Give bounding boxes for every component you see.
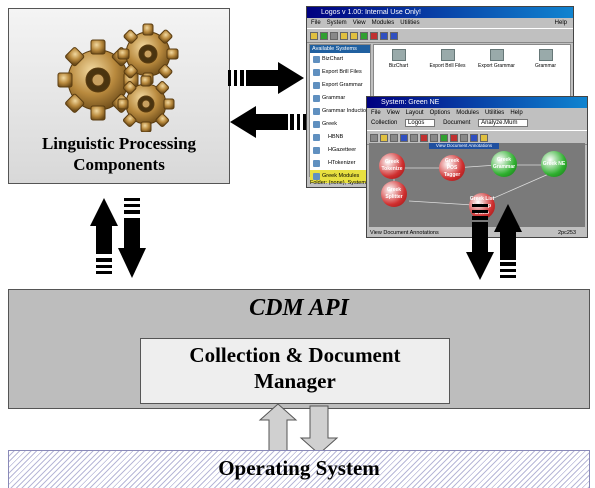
tool-button[interactable] — [410, 133, 418, 142]
menu-item[interactable]: System — [326, 20, 347, 26]
os-arrows — [258, 403, 339, 455]
tree-item[interactable]: HGazetteer — [310, 144, 370, 157]
systems-tree: Available Systems BizChart Export Brill … — [309, 44, 371, 183]
tool-button[interactable] — [310, 31, 318, 40]
menu-item[interactable]: Utilities — [400, 20, 420, 26]
label-line: Collection & Document — [189, 343, 401, 367]
left-vertical-arrows — [90, 198, 146, 278]
label-line: Linguistic Processing — [41, 134, 197, 153]
menu-item[interactable]: Options — [429, 110, 451, 116]
tree-item[interactable]: Grammar — [310, 92, 370, 105]
pipeline-node[interactable]: Greek POS Tagger — [439, 155, 465, 181]
window-titlebar[interactable]: Logos v 1.00: Internal Use Only! — [307, 7, 573, 18]
document-select[interactable]: Analyze.Mum — [478, 119, 529, 127]
pipeline-node[interactable]: Greek NE — [541, 151, 567, 177]
tree-item[interactable]: Export Grammar — [310, 79, 370, 92]
menu-item[interactable]: Modules — [371, 20, 395, 26]
up-arrow-icon — [90, 198, 118, 274]
menu-item[interactable]: Layout — [405, 110, 424, 116]
gear-icon — [117, 75, 175, 132]
up-arrow-icon — [258, 403, 298, 453]
collection-select[interactable]: Logos — [405, 119, 436, 127]
tree-item[interactable]: Grammar Inductio — [310, 105, 370, 118]
up-arrow-icon — [494, 204, 522, 278]
tool-button[interactable] — [430, 133, 438, 142]
tool-button[interactable] — [330, 31, 338, 40]
menu-item[interactable]: View — [352, 20, 366, 26]
system-icon[interactable]: Export Grammar — [472, 45, 521, 79]
system-icon[interactable]: Grammar — [521, 45, 570, 79]
menu-bar: File View Layout Options Modules Utilities Hel… — [367, 108, 587, 118]
collection-document-manager-box — [140, 338, 450, 404]
collection-row: Collection Logos Document Analyze.Mum — [367, 118, 587, 130]
icon-pane: BizChart Export Brill Files Export Gramm… — [373, 44, 571, 104]
tool-button[interactable] — [360, 31, 368, 40]
tool-button[interactable] — [420, 133, 428, 142]
label-line: Manager — [254, 369, 336, 393]
gear-icon — [117, 23, 179, 85]
menu-item[interactable]: File — [311, 20, 321, 26]
left-arrow-icon — [230, 106, 306, 138]
tool-button[interactable] — [440, 133, 448, 142]
gears-image — [57, 23, 179, 132]
menu-item[interactable]: Modules — [456, 110, 479, 116]
tree-item[interactable]: HTokenizer — [310, 157, 370, 170]
tool-button[interactable] — [320, 31, 328, 40]
tool-button[interactable] — [400, 133, 408, 142]
tree-item-selected[interactable]: Greek Modules — [310, 170, 370, 183]
document-label: Document — [443, 120, 471, 126]
tree-header: Available Systems — [310, 45, 370, 53]
collection-document-manager-label: Collection & Document Manager — [140, 342, 450, 394]
system-icon[interactable]: BizChart — [374, 45, 423, 79]
window-titlebar[interactable]: System: Green NE — [367, 97, 587, 108]
tool-button[interactable] — [380, 133, 388, 142]
tree-item[interactable]: Greek — [310, 118, 370, 131]
tool-button[interactable] — [340, 31, 348, 40]
toolbar — [307, 28, 573, 43]
tree-item[interactable]: Export Brill Files — [310, 66, 370, 79]
cdm-api-title: CDM API — [249, 295, 349, 321]
horizontal-arrows — [228, 62, 306, 138]
tool-button[interactable] — [390, 133, 398, 142]
tool-button[interactable] — [480, 133, 488, 142]
system-icon[interactable]: Export Brill Files — [423, 45, 472, 79]
down-arrow-icon — [299, 405, 339, 455]
right-arrow-icon — [228, 62, 304, 94]
status-bar-right: 2pc253 — [558, 230, 577, 236]
menu-bar: File System View Modules Utilities Help — [307, 18, 573, 28]
menu-item[interactable]: File — [371, 110, 381, 116]
linguistic-processing-label: Linguistic Processing Components — [8, 133, 230, 175]
tool-button[interactable] — [470, 133, 478, 142]
menu-item-help[interactable]: Help — [554, 20, 567, 26]
tool-button[interactable] — [370, 31, 378, 40]
tool-button[interactable] — [350, 31, 358, 40]
tool-button[interactable] — [460, 133, 468, 142]
pipeline-node[interactable]: Greek Splitter — [381, 181, 407, 207]
tool-button[interactable] — [390, 31, 398, 40]
operating-system-label: Operating System — [218, 456, 380, 480]
menu-item[interactable]: Help — [510, 110, 523, 116]
collection-label: Collection — [371, 120, 398, 126]
gear-icon — [57, 39, 139, 121]
pipeline-node[interactable]: Greek Grammar — [491, 151, 517, 177]
down-arrow-icon — [118, 198, 146, 278]
menu-item[interactable]: View — [386, 110, 400, 116]
tree-item[interactable]: BizChart — [310, 53, 370, 66]
menu-item[interactable]: Utilities — [484, 110, 505, 116]
label-line: Components — [73, 155, 165, 174]
pipeline-node[interactable]: Greek Tokenize — [379, 153, 405, 179]
tree-item[interactable]: HBNB — [310, 131, 370, 144]
operating-system-box — [8, 450, 590, 488]
tool-button[interactable] — [380, 31, 388, 40]
status-bar: Folder: (none), System — [310, 180, 366, 186]
status-bar: View Document Annotations — [370, 230, 439, 236]
right-vertical-arrows — [466, 204, 522, 280]
annotation-bar: View Document Annotations — [429, 143, 499, 149]
down-arrow-icon — [466, 204, 494, 280]
tool-button[interactable] — [370, 133, 378, 142]
tool-button[interactable] — [450, 133, 458, 142]
